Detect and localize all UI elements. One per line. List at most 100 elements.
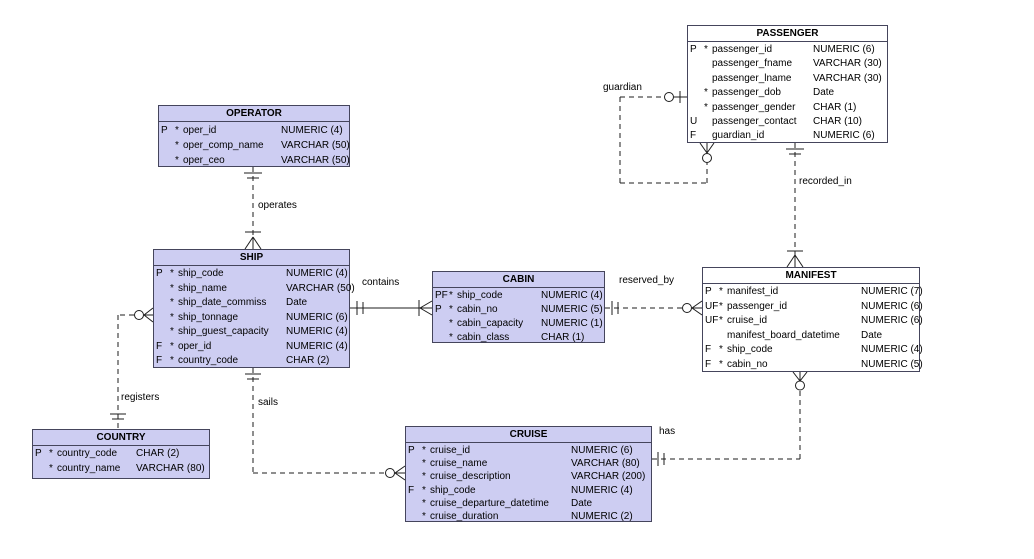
attribute-nm: passenger_dob: [712, 87, 781, 99]
attribute-tp: CHAR (1): [541, 332, 585, 343]
attribute-nm: cruise_id: [727, 315, 768, 326]
attribute-nm: ship_code: [727, 344, 773, 355]
attribute-tp: NUMERIC (4): [571, 484, 633, 496]
attribute-nm: ship_name: [178, 282, 227, 294]
entity-country-title: COUNTRY: [33, 430, 209, 446]
attribute-key: UF: [705, 315, 719, 326]
attribute-nm: ship_code: [178, 268, 224, 279]
attribute-tp: NUMERIC (4): [281, 125, 343, 136]
attribute-key: P: [408, 445, 415, 456]
attribute-key: F: [705, 358, 712, 370]
attribute-nm: country_code: [57, 448, 118, 459]
attribute-nm: ship_tonnage: [178, 311, 239, 323]
attribute-nm: ship_date_commiss: [178, 297, 267, 308]
attribute-nm: oper_ceo: [183, 155, 225, 166]
attribute-star: *: [422, 484, 426, 496]
attribute-star: *: [422, 471, 426, 483]
attribute-tp: NUMERIC (5): [541, 304, 603, 315]
attribute-star: *: [170, 311, 174, 323]
attribute-star: *: [175, 125, 179, 136]
attribute-tp: VARCHAR (30): [813, 58, 882, 70]
attribute-tp: NUMERIC (6): [861, 300, 923, 312]
attribute-tp: CHAR (1): [813, 101, 857, 113]
attribute-nm: cabin_no: [727, 358, 768, 370]
attribute-star: *: [704, 101, 708, 113]
relationship-label-registers: registers: [121, 392, 160, 403]
entity-passenger-title: PASSENGER: [688, 26, 887, 42]
relationship-has[interactable]: [652, 371, 808, 466]
attribute-nm: ship_code: [457, 290, 503, 301]
attribute-key: UF: [705, 300, 719, 312]
attribute-tp: NUMERIC (6): [571, 445, 633, 456]
attribute-tp: CHAR (10): [813, 115, 862, 127]
attribute-nm: oper_id: [178, 340, 212, 352]
relationship-recorded-in[interactable]: [786, 143, 804, 268]
relationship-label-contains: contains: [362, 277, 400, 288]
attribute-nm: passenger_gender: [712, 101, 796, 113]
attribute-star: *: [49, 448, 53, 459]
relationship-operates[interactable]: [244, 167, 262, 250]
attribute-star: *: [704, 87, 708, 99]
attribute-star: *: [49, 462, 53, 474]
attribute-star: *: [449, 332, 453, 343]
attribute-star: *: [422, 497, 426, 509]
attribute-star: *: [422, 458, 426, 470]
attribute-nm: passenger_id: [727, 300, 788, 312]
attribute-tp: NUMERIC (6): [813, 130, 875, 142]
attribute-tp: Date: [813, 87, 835, 99]
entity-manifest-title: MANIFEST: [703, 268, 919, 284]
relationship-label-recorded-in: recorded_in: [799, 176, 852, 187]
attribute-key: F: [690, 130, 697, 142]
attribute-star: *: [719, 286, 723, 297]
attribute-nm: passenger_id: [712, 44, 773, 55]
attribute-star: *: [719, 358, 723, 370]
relationship-registers[interactable]: [110, 307, 154, 429]
attribute-tp: NUMERIC (4): [286, 268, 348, 279]
relationship-guardian[interactable]: [619, 91, 715, 184]
attribute-key: P: [690, 44, 697, 55]
attribute-tp: NUMERIC (4): [286, 340, 348, 352]
relationship-contains[interactable]: [350, 300, 433, 316]
attribute-nm: manifest_board_datetime: [727, 329, 840, 341]
attribute-tp: VARCHAR (50): [281, 155, 350, 166]
attribute-nm: country_code: [178, 355, 239, 366]
attribute-star: *: [719, 344, 723, 355]
attribute-tp: VARCHAR (30): [813, 72, 882, 84]
attribute-nm: cruise_description: [430, 471, 511, 483]
relationship-sails[interactable]: [245, 368, 406, 481]
attribute-tp: VARCHAR (80): [136, 462, 205, 474]
relationship-label-reserved-by: reserved_by: [619, 275, 675, 286]
relationship-label-guardian: guardian: [603, 82, 642, 93]
attribute-tp: Date: [571, 497, 593, 509]
attribute-star: *: [170, 355, 174, 366]
relationship-reserved-by[interactable]: [605, 300, 703, 316]
relationship-label-has: has: [659, 426, 676, 437]
attribute-nm: ship_guest_capacity: [178, 326, 269, 337]
attribute-row-passenger_gender: * passenger_gender CHAR (1): [688, 101, 887, 115]
